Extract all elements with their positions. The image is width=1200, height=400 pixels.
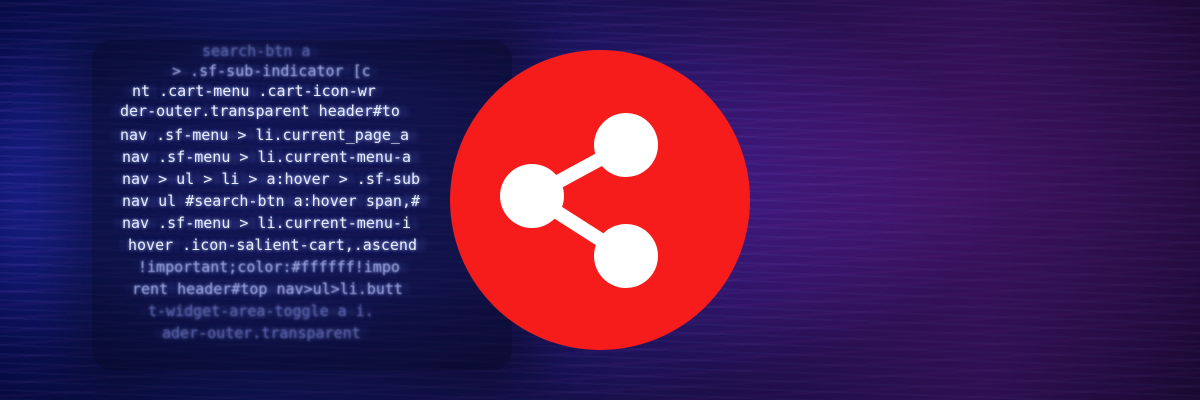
- code-line: > .sf-sub-indicator [c: [172, 62, 371, 80]
- code-line: !important;color:#ffffff!impo: [138, 258, 400, 276]
- code-line: ader-outer.transparent: [162, 324, 361, 342]
- code-line: nav ul #search-btn a:hover span,#: [122, 192, 421, 210]
- code-line: rent header#top nav>ul>li.butt: [132, 280, 403, 298]
- code-line: hover .icon-salient-cart,.ascend: [128, 236, 417, 254]
- code-line: nt .cart-menu .cart-icon-wr: [132, 82, 376, 100]
- share-icon: [500, 113, 658, 288]
- code-line: search-btn a: [202, 42, 311, 60]
- code-screenshot-background: search-btn a > .sf-sub-indicator [c nt .…: [92, 40, 512, 370]
- code-line: nav .sf-menu > li.current_page_a: [120, 126, 409, 144]
- code-line: nav .sf-menu > li.current-menu-a: [122, 148, 411, 166]
- code-line: nav > ul > li > a:hover > .sf-sub: [122, 170, 421, 188]
- share-badge: [450, 50, 750, 350]
- code-line: t-widget-area-toggle a i.: [148, 302, 374, 320]
- code-line: der-outer.transparent header#to: [120, 102, 400, 120]
- code-line: nav .sf-menu > li.current-menu-i: [122, 214, 411, 232]
